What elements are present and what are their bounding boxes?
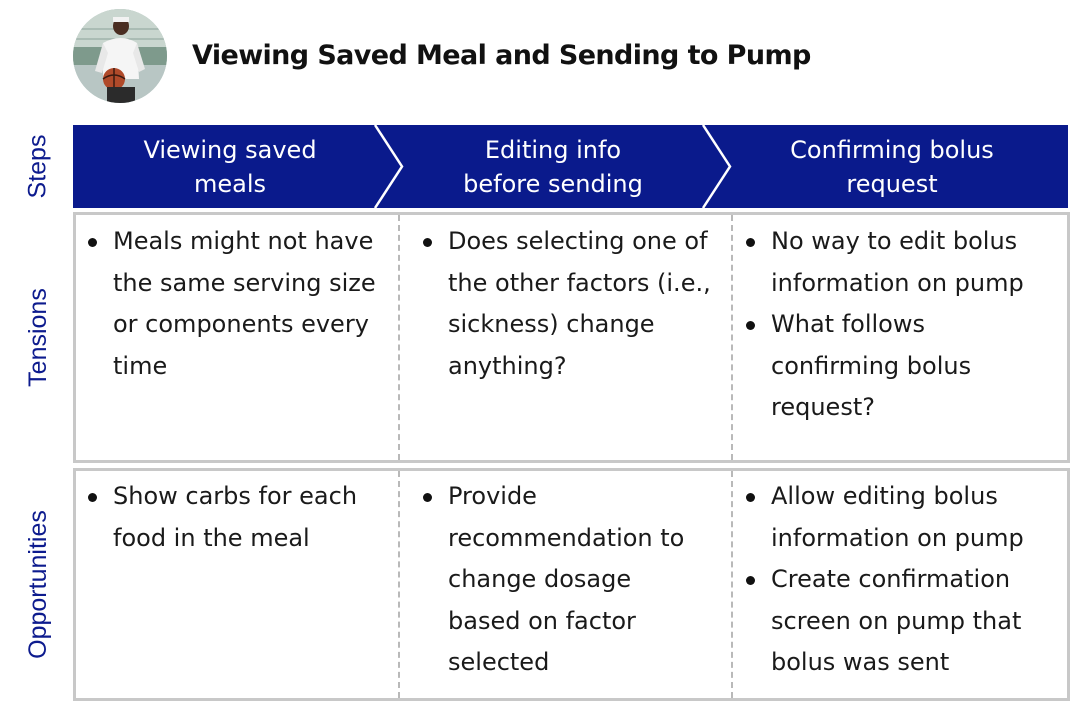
step-confirming-bolus: Confirming bolus request [790,135,994,198]
list-item: Show carbs for each food in the meal [76,476,394,559]
tensions-panel: Meals might not have the same serving si… [73,212,1070,463]
column-divider [398,471,400,698]
step-viewing-saved-meals: Viewing saved meals [143,135,317,198]
tensions-col-2: Does selecting one of the other factors … [411,221,731,460]
opportunities-col-2: Provide recommendation to change dosage … [411,476,711,698]
persona-avatar [73,9,167,103]
opportunities-col-3: Allow editing bolus information on pump … [734,476,1054,698]
step-editing-info: Editing info before sending [463,135,643,198]
list-item: Create confirmation screen on pump that … [734,559,1054,684]
column-divider [731,215,733,460]
tensions-col-3: No way to edit bolus information on pump… [734,221,1054,460]
list-item: No way to edit bolus information on pump [734,221,1054,304]
row-label-steps: Steps [23,134,52,199]
list-item: Meals might not have the same serving si… [76,221,394,387]
list-item: What follows confirming bolus request? [734,304,1054,429]
row-label-opportunities: Opportunities [23,509,52,659]
list-item: Does selecting one of the other factors … [411,221,731,387]
column-divider [398,215,400,460]
tensions-col-1: Meals might not have the same serving si… [76,221,394,460]
row-label-tensions: Tensions [23,287,52,387]
opportunities-panel: Show carbs for each food in the meal Pro… [73,468,1070,701]
steps-bar-background [73,125,1068,208]
steps-bar: Viewing saved meals Editing info before … [73,125,1068,208]
column-divider [731,471,733,698]
opportunities-col-1: Show carbs for each food in the meal [76,476,394,698]
list-item: Allow editing bolus information on pump [734,476,1054,559]
list-item: Provide recommendation to change dosage … [411,476,711,684]
page-title: Viewing Saved Meal and Sending to Pump [192,40,811,71]
